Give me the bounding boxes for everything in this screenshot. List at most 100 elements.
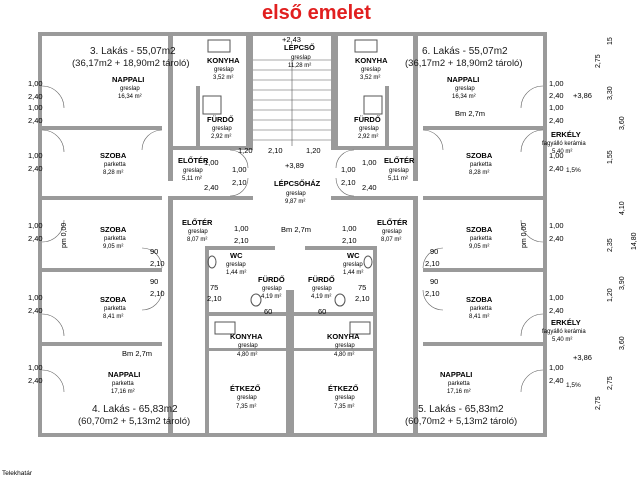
svg-text:75: 75 (358, 283, 366, 292)
svg-text:5,40 m²: 5,40 m² (552, 149, 572, 155)
svg-text:75: 75 (210, 283, 218, 292)
svg-text:2,92 m²: 2,92 m² (211, 134, 231, 140)
svg-text:1,00: 1,00 (232, 165, 247, 174)
svg-text:90: 90 (150, 247, 158, 256)
room-eloter-ml: ELŐTÉR greslap 8,07 m² (182, 218, 213, 243)
svg-text:greslap: greslap (389, 168, 409, 174)
level-386-bottom: +3,86 (573, 353, 592, 362)
svg-text:1,44 m²: 1,44 m² (343, 270, 363, 276)
level-386-top: +3,86 (573, 91, 592, 100)
room-eloter-tr: ELŐTÉR greslap 5,11 m² (384, 156, 415, 182)
svg-text:8,07 m²: 8,07 m² (381, 237, 401, 243)
pm-left: pm 0,00 (61, 223, 68, 248)
svg-text:15: 15 (607, 37, 614, 45)
svg-text:greslap: greslap (312, 286, 332, 292)
svg-text:9,05 m²: 9,05 m² (469, 244, 489, 250)
apartment-4-name: 4. Lakás - 65,83m2 (92, 404, 178, 415)
svg-text:fagyálló kerámia: fagyálló kerámia (542, 141, 586, 147)
svg-text:2,40: 2,40 (549, 116, 564, 125)
svg-text:2,10: 2,10 (234, 236, 249, 245)
room-etkezo-r: ÉTKEZŐ greslap 7,35 m² (328, 384, 359, 410)
svg-text:SZOBA: SZOBA (100, 225, 127, 234)
svg-text:4,80 m²: 4,80 m² (237, 352, 257, 358)
apartment-6-name: 6. Lakás - 55,07m2 (422, 46, 508, 57)
svg-text:2,10: 2,10 (341, 178, 356, 187)
svg-text:2,75: 2,75 (595, 54, 602, 68)
svg-text:LÉPCSŐ: LÉPCSŐ (284, 43, 315, 52)
svg-text:2,40: 2,40 (549, 234, 564, 243)
svg-text:FÜRDŐ: FÜRDŐ (207, 115, 234, 124)
svg-text:SZOBA: SZOBA (466, 295, 493, 304)
svg-text:1,00: 1,00 (234, 224, 249, 233)
svg-text:3,52 m²: 3,52 m² (360, 75, 380, 81)
svg-text:parketta: parketta (470, 236, 492, 242)
svg-text:greslap: greslap (359, 126, 379, 132)
svg-text:1,00: 1,00 (204, 158, 219, 167)
apartment-3-name: 3. Lakás - 55,07m2 (90, 46, 176, 57)
svg-text:NAPPALI: NAPPALI (440, 370, 472, 379)
room-furdo-br: FÜRDŐ greslap 4,19 m² (308, 275, 335, 300)
svg-text:greslap: greslap (183, 168, 203, 174)
svg-text:1,00: 1,00 (549, 293, 564, 302)
apartment-3-sub: (36,17m2 + 18,90m2 tároló) (72, 58, 190, 69)
svg-text:2,40: 2,40 (28, 92, 43, 101)
svg-text:2,10: 2,10 (207, 294, 222, 303)
svg-text:2,35: 2,35 (607, 238, 614, 252)
apartment-6-sub: (36,17m2 + 18,90m2 tároló) (405, 58, 523, 69)
svg-text:1,20: 1,20 (306, 146, 321, 155)
svg-text:16,34 m²: 16,34 m² (118, 94, 142, 100)
right-dimensions: 1,00 2,40 1,00 2,40 1,00 2,40 1,00 2,40 … (549, 79, 564, 385)
svg-text:14,80: 14,80 (631, 232, 638, 250)
apartment-5-name: 5. Lakás - 65,83m2 (418, 404, 504, 415)
room-lepcsohaz: LÉPCSŐHÁZ greslap 9,87 m² (274, 179, 321, 205)
svg-text:17,16 m²: 17,16 m² (111, 389, 135, 395)
svg-text:1,00: 1,00 (549, 363, 564, 372)
svg-text:SZOBA: SZOBA (100, 151, 127, 160)
height-bm-tr: Bm 2,7m (455, 109, 485, 118)
svg-text:2,75: 2,75 (607, 376, 614, 390)
svg-text:1,20: 1,20 (607, 288, 614, 302)
svg-text:2,40: 2,40 (28, 164, 43, 173)
svg-text:1,00: 1,00 (28, 103, 43, 112)
height-bm-bl: Bm 2,7m (122, 349, 152, 358)
svg-text:greslap: greslap (361, 67, 381, 73)
svg-text:60: 60 (264, 307, 272, 316)
svg-text:2,10: 2,10 (150, 259, 165, 268)
svg-text:greslap: greslap (212, 126, 232, 132)
room-konyha-br: KONYHA greslap 4,80 m² (327, 332, 360, 358)
svg-text:greslap: greslap (335, 395, 355, 401)
apartment-5-sub: (60,70m2 + 5,13m2 tároló) (405, 416, 517, 427)
svg-text:1,00: 1,00 (549, 103, 564, 112)
svg-text:2,40: 2,40 (549, 306, 564, 315)
svg-text:ÉTKEZŐ: ÉTKEZŐ (328, 384, 359, 393)
svg-text:2,40: 2,40 (28, 306, 43, 315)
svg-text:greslap: greslap (238, 343, 258, 349)
apartment-4-sub: (60,70m2 + 5,13m2 tároló) (78, 416, 190, 427)
svg-text:ERKÉLY: ERKÉLY (551, 130, 581, 139)
svg-text:1,00: 1,00 (549, 151, 564, 160)
svg-text:16,34 m²: 16,34 m² (452, 94, 476, 100)
svg-text:2,40: 2,40 (549, 164, 564, 173)
svg-text:1,00: 1,00 (28, 79, 43, 88)
svg-text:KONYHA: KONYHA (327, 332, 360, 341)
svg-text:3,60: 3,60 (619, 116, 626, 130)
svg-text:NAPPALI: NAPPALI (112, 75, 144, 84)
svg-text:greslap: greslap (120, 86, 140, 92)
room-szoba-tl: SZOBA parketta 8,28 m² (100, 151, 127, 176)
svg-text:90: 90 (150, 277, 158, 286)
svg-text:parketta: parketta (104, 162, 126, 168)
svg-text:parketta: parketta (104, 236, 126, 242)
room-erkely-top: ERKÉLY fagyálló kerámia 5,40 m² (542, 130, 586, 155)
room-wc-r: WC greslap 1,44 m² (343, 251, 363, 276)
room-nappali-tr: NAPPALI greslap 16,34 m² (447, 75, 479, 100)
room-furdo-tr: FÜRDŐ greslap 2,92 m² (354, 115, 381, 140)
svg-text:3,30: 3,30 (607, 86, 614, 100)
svg-text:greslap: greslap (262, 286, 282, 292)
svg-text:1,20: 1,20 (238, 146, 253, 155)
svg-text:parketta: parketta (104, 306, 126, 312)
svg-text:KONYHA: KONYHA (355, 56, 388, 65)
svg-text:4,19 m²: 4,19 m² (311, 294, 331, 300)
outer-walls (38, 32, 547, 437)
svg-text:3,52 m²: 3,52 m² (213, 75, 233, 81)
svg-text:greslap: greslap (286, 191, 306, 197)
